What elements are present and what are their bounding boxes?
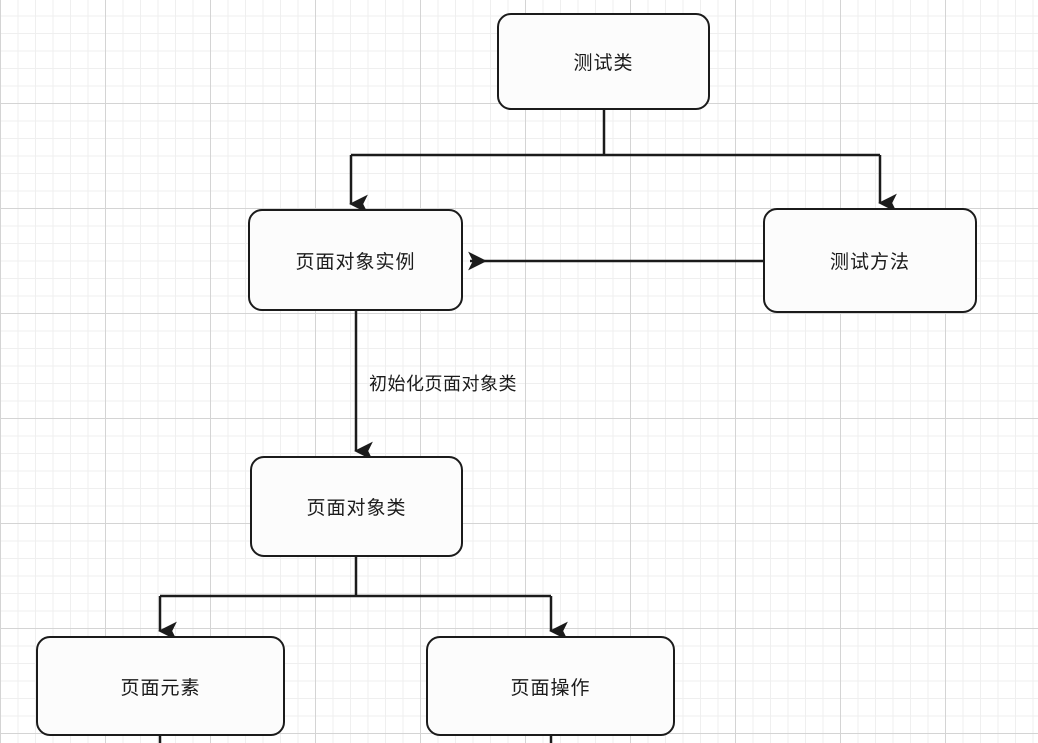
node-label: 页面对象类 xyxy=(306,498,407,519)
node-label: 测试方法 xyxy=(829,252,910,273)
node-label: 页面对象实例 xyxy=(295,251,416,273)
node-label: 页面元素 xyxy=(120,677,201,699)
node-label: 页面操作 xyxy=(510,677,591,699)
node-page-object-instance[interactable]: 页面对象实例 xyxy=(248,209,463,311)
edge-label-init-page-object-class: 初始化页面对象类 xyxy=(369,374,517,394)
node-page-element[interactable]: 页面元素 xyxy=(36,636,285,736)
node-page-operation[interactable]: 页面操作 xyxy=(426,636,675,736)
node-label: 测试类 xyxy=(573,53,634,74)
node-page-object-class[interactable]: 页面对象类 xyxy=(250,456,463,557)
node-test-method[interactable]: 测试方法 xyxy=(763,208,977,313)
node-test-class[interactable]: 测试类 xyxy=(497,13,710,110)
